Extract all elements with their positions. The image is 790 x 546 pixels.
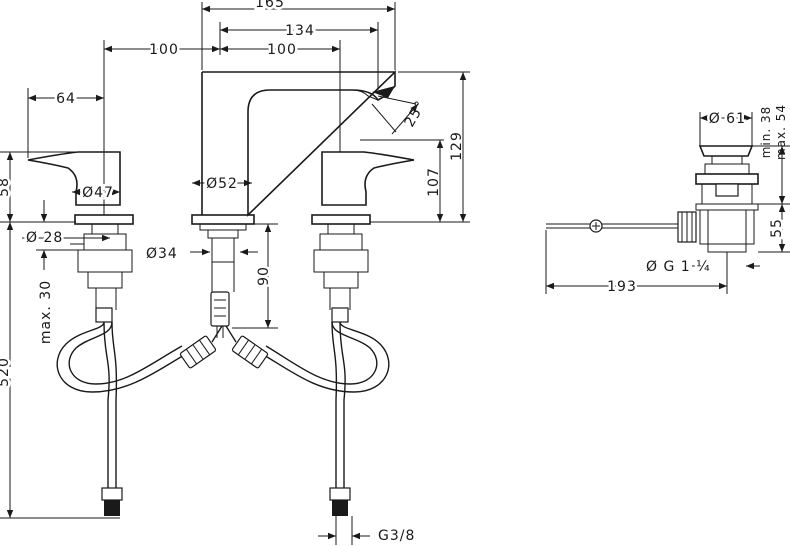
label-max-30: max. 30 [38, 280, 54, 344]
label-100-right: 100 [267, 42, 297, 58]
label-max-54: max. 54 [774, 104, 788, 160]
label-100-left: 100 [149, 42, 179, 58]
label-193: 193 [607, 279, 637, 295]
label-55: 55 [769, 218, 785, 238]
label-dia-52: Ø52 [206, 176, 238, 192]
label-64: 64 [56, 91, 76, 107]
label-134: 134 [285, 23, 315, 39]
spout [191, 70, 396, 338]
drain-dimension-lines [545, 112, 790, 294]
label-58: 58 [0, 177, 12, 197]
label-g38: G3/8 [378, 528, 415, 544]
label-dia-61: Ø 61 [709, 111, 746, 127]
label-165: 165 [255, 0, 285, 11]
label-dia-47: Ø47 [82, 185, 114, 201]
label-520: 520 [0, 357, 12, 387]
dimension-labels: 165 134 100 100 64 25° 107 129 58 Ø47 Ø5… [0, 0, 465, 544]
label-min-38: min. 38 [759, 106, 773, 159]
label-129: 129 [449, 131, 465, 161]
drain-dimension-labels: Ø 61 min. 38 max. 54 55 Ø G 1 ¼ 193 [605, 104, 788, 298]
label-g1-quarter: Ø G 1 ¼ [646, 259, 711, 275]
label-dia-34: Ø34 [146, 246, 178, 262]
label-dia-28: Ø 28 [26, 230, 63, 246]
dimension-lines [0, 2, 470, 545]
pop-up-drain [546, 145, 759, 253]
label-107: 107 [426, 167, 442, 197]
label-25-deg: 25° [402, 98, 430, 130]
label-90: 90 [256, 266, 272, 286]
right-handle-valve [311, 151, 415, 323]
supply-hoses [56, 321, 390, 516]
